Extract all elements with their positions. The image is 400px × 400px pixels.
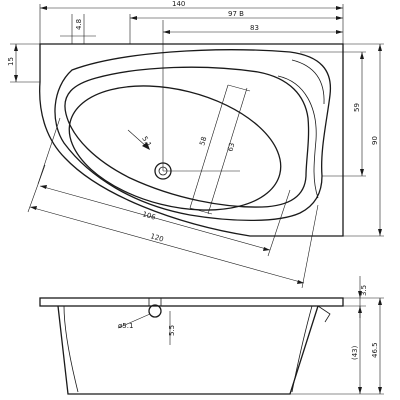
overall-length-ext-right bbox=[301, 204, 319, 289]
inner-width-arrow-left bbox=[130, 16, 137, 20]
tub-rim bbox=[54, 49, 332, 222]
slope-arrow-head bbox=[142, 142, 150, 150]
inner-depth-arrow-top bbox=[360, 52, 364, 59]
side-overflow-tab bbox=[148, 297, 162, 306]
overall-length-label: 120 bbox=[149, 232, 164, 243]
overall-width-arrow-right bbox=[336, 6, 343, 10]
tub-bottom-oval bbox=[68, 85, 282, 211]
inner-width-arrow-right bbox=[336, 16, 343, 20]
bottom-width-dim-line bbox=[189, 84, 229, 209]
overall-depth-arrow-bottom bbox=[378, 229, 382, 236]
overall-length-ext-left bbox=[27, 164, 46, 213]
left-offset-arrow-bottom bbox=[14, 75, 18, 82]
inner-depth-label: 59 bbox=[353, 103, 361, 112]
bottom-top-width-label: 63 bbox=[226, 142, 236, 153]
basin-length-label: 106 bbox=[141, 210, 157, 222]
left-offset-label: 15 bbox=[7, 57, 15, 66]
rim-height-arrow-top bbox=[358, 291, 362, 298]
slope-arrow-line bbox=[127, 129, 148, 148]
basin-width-arrow-left bbox=[163, 30, 170, 34]
left-offset-arrow-top bbox=[14, 44, 18, 51]
backrest-curve bbox=[277, 75, 319, 199]
overall-length-dim-line bbox=[29, 206, 305, 284]
basin-length-ext-right bbox=[267, 189, 291, 257]
inside-depth-label: (43) bbox=[351, 345, 359, 360]
inside-depth-arrow-bottom bbox=[358, 387, 362, 394]
basin-length-ext-left bbox=[37, 117, 61, 185]
total-height-label: 46.5 bbox=[371, 342, 379, 358]
side-inner-wall-right bbox=[291, 305, 313, 393]
drain-diameter-leader bbox=[117, 313, 151, 329]
bottom-width-ext-2 bbox=[189, 207, 213, 215]
tub-inner-basin bbox=[64, 66, 310, 208]
drain-diameter-label: ø5.1 bbox=[118, 322, 133, 330]
tub-outer-outline bbox=[39, 43, 344, 237]
overall-length-arrow-right bbox=[297, 280, 304, 284]
bottom-top-width-dim-line bbox=[207, 87, 248, 215]
overall-depth-arrow-top bbox=[378, 44, 382, 51]
side-inner-wall bbox=[63, 305, 79, 393]
side-view: 5.5 ø5.1 3.5 (43) 46.5 bbox=[39, 276, 384, 395]
top-offset-label: 4.8 bbox=[75, 19, 83, 30]
inner-depth-arrow-bottom bbox=[360, 169, 364, 176]
overall-width-label: 140 bbox=[172, 0, 185, 8]
side-rim bbox=[39, 297, 344, 307]
basin-length-arrow-right bbox=[263, 247, 270, 251]
overall-width-arrow-left bbox=[40, 6, 47, 10]
inner-width-label: 97 B bbox=[228, 10, 244, 18]
overall-depth-label: 90 bbox=[371, 136, 379, 145]
bottom-width-ext-1 bbox=[227, 84, 251, 92]
total-height-arrow-bottom bbox=[378, 387, 382, 394]
drain-slope-label: 5.1 bbox=[140, 135, 152, 149]
basin-width-label: 83 bbox=[250, 24, 259, 32]
drain-offset-label: 5.5 bbox=[168, 325, 176, 336]
overall-length-arrow-left bbox=[30, 206, 37, 210]
rim-height-label: 3.5 bbox=[360, 285, 368, 296]
plan-view: 5.1 58 63 106 120 140 97 B bbox=[7, 0, 384, 289]
armrest-line bbox=[291, 59, 325, 105]
basin-length-dim-line bbox=[39, 185, 271, 251]
side-overflow-circle bbox=[148, 304, 162, 318]
side-right-detail bbox=[317, 305, 331, 323]
total-height-arrow-top bbox=[378, 298, 382, 305]
basin-length-arrow-left bbox=[40, 185, 47, 189]
side-body bbox=[57, 305, 319, 395]
bottom-width-label: 58 bbox=[198, 136, 208, 147]
basin-width-arrow-right bbox=[336, 30, 343, 34]
